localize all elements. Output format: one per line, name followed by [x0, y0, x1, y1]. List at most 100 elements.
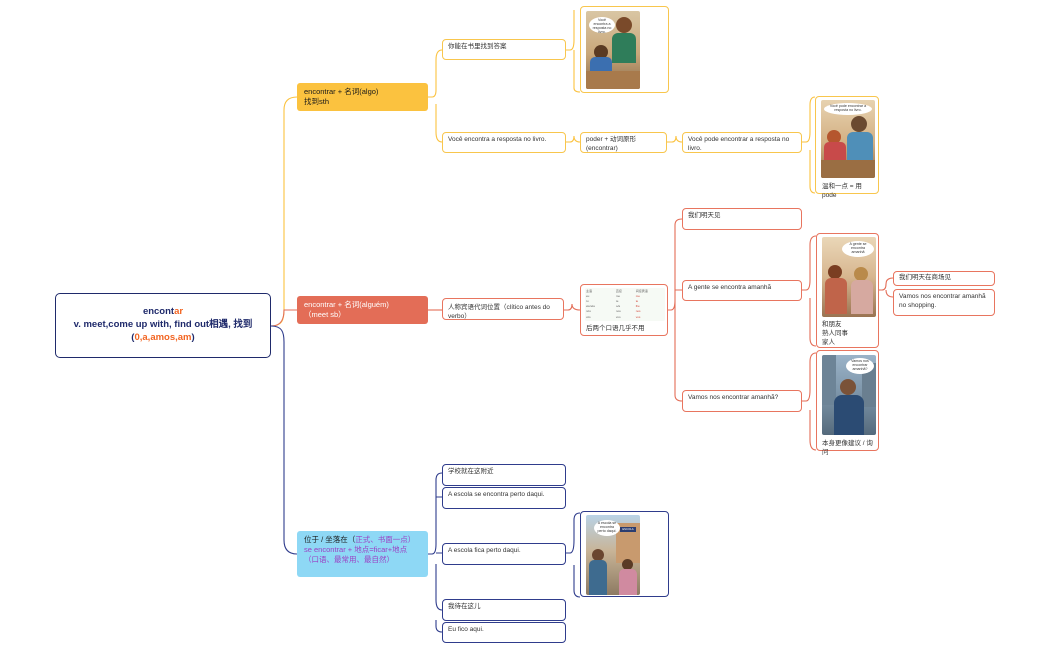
branch1-image1-card[interactable]: Você encontra a resposta no livro. [580, 6, 669, 93]
pronoun-table-cell: eu [586, 293, 590, 298]
man-head [592, 549, 604, 561]
building-right [862, 363, 876, 407]
friends-chat-illustration: A gente se encontra amanhã [822, 237, 876, 317]
root-endings-line: (0,a,amos,am) [62, 332, 264, 345]
branch1-child-pt[interactable]: Você encontra a resposta no livro. [442, 132, 566, 153]
connector-b2-table [564, 303, 581, 311]
pronoun-table-cell: lhe [635, 304, 640, 309]
branch2-image3-card[interactable]: A gente se encontra amanhã 和朋友 熟人同事 家人 [816, 233, 879, 348]
connector-b1 [428, 49, 443, 143]
pronoun-table-cell: nos [635, 309, 641, 314]
woman-left-head [828, 265, 842, 279]
connector-b3 [428, 472, 443, 633]
image1-speech-bubble: Você encontra a resposta no livro. [589, 17, 615, 34]
connector-b2-leaves [879, 277, 894, 298]
connector-b2-vamos-img [802, 352, 817, 451]
branch2-table-caption: 后两个口语几乎不用 [586, 325, 645, 332]
desk [586, 71, 640, 89]
pronoun-table-cell: os/as [615, 319, 635, 321]
pronoun-table-cell: me [635, 293, 640, 298]
gente-note-line2: 熟人同事 [822, 330, 848, 338]
pronoun-table-row: eles/elasos/aslhes [585, 319, 665, 321]
branch3-item2[interactable]: A escola se encontra perto daqui. [442, 487, 566, 509]
pronoun-table-cell: me [615, 293, 621, 298]
pronoun-table-cell: tu [586, 298, 589, 303]
branch3-item5[interactable]: Eu fico aqui. [442, 622, 566, 643]
branch2-image4-card[interactable]: Vamos nos encontrar amanhã? 本身更像建议 / 询问 [816, 350, 879, 456]
teacher-body [847, 132, 873, 162]
pronoun-table-cell: lhes [635, 319, 665, 321]
man-body [834, 395, 864, 435]
woman-left-body [825, 278, 847, 314]
root-meaning: v. meet,come up with, find out相遇, 找到 [73, 319, 253, 331]
branch2-sub-cn[interactable]: 我们明天见 [682, 208, 802, 230]
connector-root-branch2 [270, 309, 297, 327]
connector-b2-subs [668, 218, 683, 402]
branch1-node[interactable]: encontrar + 名词(algo) 找到sth [297, 83, 428, 111]
gente-note-line1: 和朋友 [822, 321, 842, 328]
pronoun-table-cell: ele/ela [586, 304, 595, 309]
branch2-title-line1: encontrar + 名词(alguém) [304, 300, 389, 309]
branch3-item4[interactable]: 我待在这儿 [442, 599, 566, 621]
branch2-leaf-cn[interactable]: 我们明天在商场见 [893, 271, 995, 286]
pronoun-table-row: 主语直接间接宾语 [585, 288, 665, 293]
root-word: encontar [62, 306, 264, 319]
branch2-gente-note: 和朋友 熟人同事 家人 [822, 320, 848, 347]
student-body [590, 57, 612, 73]
branch1-child-cn[interactable]: 你能在书里找到答案 [442, 39, 566, 60]
school-sign: ESCOLA [620, 527, 636, 532]
phone-call-illustration: Vamos nos encontrar amanhã? [822, 355, 876, 435]
image4-speech-bubble: Vamos nos encontrar amanhã? [846, 358, 874, 374]
man-body [589, 560, 607, 595]
pronoun-table-cell: eles/elas [585, 319, 615, 321]
branch2-sub-vamos[interactable]: Vamos nos encontrar amanhã? [682, 390, 802, 412]
branch1-title-line2: 找到sth [304, 97, 330, 107]
branch2-sub-gente[interactable]: A gente se encontra amanhã [682, 280, 802, 301]
teacher-head [616, 17, 632, 33]
connector-b2-gente-img [802, 235, 817, 347]
student-body [824, 142, 846, 160]
root-close-paren: ) [191, 331, 195, 343]
branch2-vamos-note: 本身更像建议 / 询问 [822, 440, 873, 457]
woman-right-head [854, 267, 868, 281]
pronoun-table-cell: vos [615, 314, 621, 319]
branch3-item3[interactable]: A escola fica perto daqui. [442, 543, 566, 565]
root-word-ending: ar [174, 306, 184, 318]
pronoun-table-cell: o/a [615, 304, 621, 309]
teacher-body [612, 33, 636, 63]
building-left [822, 355, 836, 405]
root-word-stem: encont [142, 306, 175, 318]
root-node[interactable]: encontar v. meet,come up with, find out相… [55, 293, 271, 358]
school-street-illustration: ESCOLA A escola se encontra perto daqui. [586, 515, 640, 595]
branch1-sentence[interactable]: Você pode encontrar a resposta no livro. [682, 132, 802, 153]
branch3-image5-card[interactable]: ESCOLA A escola se encontra perto daqui. [580, 511, 669, 597]
connector-b3-img [566, 512, 581, 598]
branch2-child[interactable]: 人称宾语代词位置（clítico antes do verbo） [442, 298, 564, 320]
branch2-node[interactable]: encontrar + 名词(alguém) （meet sb） [297, 296, 428, 324]
root-open-paren: ( [131, 331, 135, 343]
pronoun-table-row: ele/ela o/a lhe [585, 304, 665, 309]
pronoun-table-cell: 主语 [586, 288, 593, 293]
desk [821, 160, 875, 178]
branch1-grammar[interactable]: poder + 动词原形 (encontrar) [580, 132, 667, 153]
teacher-student-illustration-2: Você pode encontrar a resposta no livro. [821, 100, 875, 178]
connector-b1-grammar [566, 135, 581, 143]
connector-root-branch3 [270, 325, 298, 555]
connector-b1-img2 [802, 96, 816, 194]
pronoun-table-cell: te [615, 298, 619, 303]
branch2-leaf-pt[interactable]: Vamos nos encontrar amanhã no shopping. [893, 289, 995, 316]
branch1-image2-card[interactable]: Você pode encontrar a resposta no livro.… [815, 96, 879, 199]
branch3-item1[interactable]: 学校就在这附近 [442, 464, 566, 486]
root-endings: 0,a,amos,am [134, 331, 192, 343]
teacher-student-illustration-1: Você encontra a resposta no livro. [586, 11, 640, 89]
branch3-node[interactable]: 位于 / 坐落在（正式、书面一点）se encontrar + 地点=ficar… [297, 531, 428, 577]
pronoun-table-cell: 间接宾语 [635, 288, 648, 293]
pronoun-table-row: eu me me [585, 293, 665, 298]
gente-note-line3: 家人 [822, 339, 835, 347]
